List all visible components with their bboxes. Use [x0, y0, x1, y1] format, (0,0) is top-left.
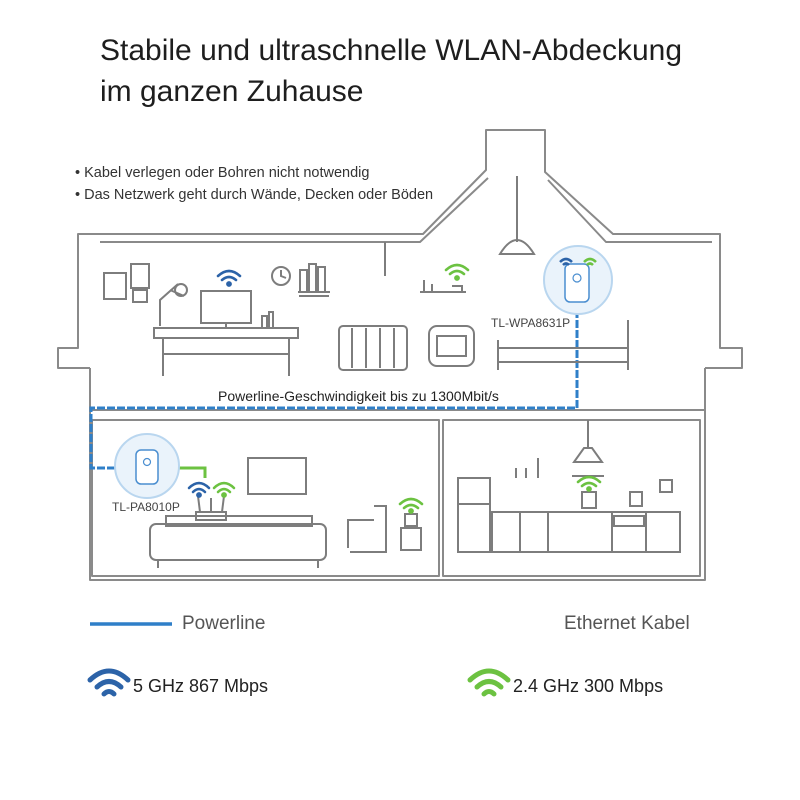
band-24ghz-label: 2.4 GHz 300 Mbps — [513, 676, 664, 696]
wifi-24ghz-icon-livingroom — [398, 497, 424, 514]
wifi-5ghz-icon — [87, 668, 131, 697]
feature-item: • Kabel verlegen oder Bohren nicht notwe… — [75, 165, 370, 181]
wifi-24ghz-icon — [467, 668, 511, 697]
band-5ghz-label: 5 GHz 867 Mbps — [133, 676, 269, 696]
upstairs-furniture — [103, 176, 629, 376]
feature-item: • Das Netzwerk geht durch Wände, Decken … — [75, 187, 434, 203]
wifi-5ghz-icon-office — [216, 269, 242, 287]
title-line-2: im ganzen Zuhause — [100, 75, 364, 108]
house-outline — [57, 129, 743, 581]
ethernet-cable — [177, 466, 207, 478]
powerline-speed-label: Powerline-Geschwindigkeit bis zu 1300Mbi… — [218, 388, 499, 404]
page-title: Stabile und ultraschnelle WLAN-Abdeckung… — [100, 30, 780, 112]
wifi-24ghz-icon-shelf — [444, 263, 470, 281]
living-room-furniture — [149, 457, 422, 568]
powerline-cable — [89, 310, 579, 470]
wifi-24ghz-icon-kitchen — [576, 475, 602, 492]
wpa8631p-device — [543, 245, 613, 315]
feature-list: • Kabel verlegen oder Bohren nicht notwe… — [75, 162, 433, 206]
device-label-wpa8631p: TL-WPA8631P — [491, 316, 571, 330]
pa8010p-device — [114, 433, 180, 499]
title-line-1: Stabile und ultraschnelle WLAN-Abdeckung — [100, 34, 682, 67]
kitchen-furniture — [457, 420, 681, 553]
legend-ethernet-label: Ethernet Kabel — [564, 613, 690, 634]
wifi-5ghz-icon-router — [187, 481, 211, 498]
wifi-24ghz-icon-router — [212, 481, 236, 498]
device-label-pa8010p: TL-PA8010P — [112, 500, 180, 514]
legend-powerline-label: Powerline — [182, 613, 266, 634]
